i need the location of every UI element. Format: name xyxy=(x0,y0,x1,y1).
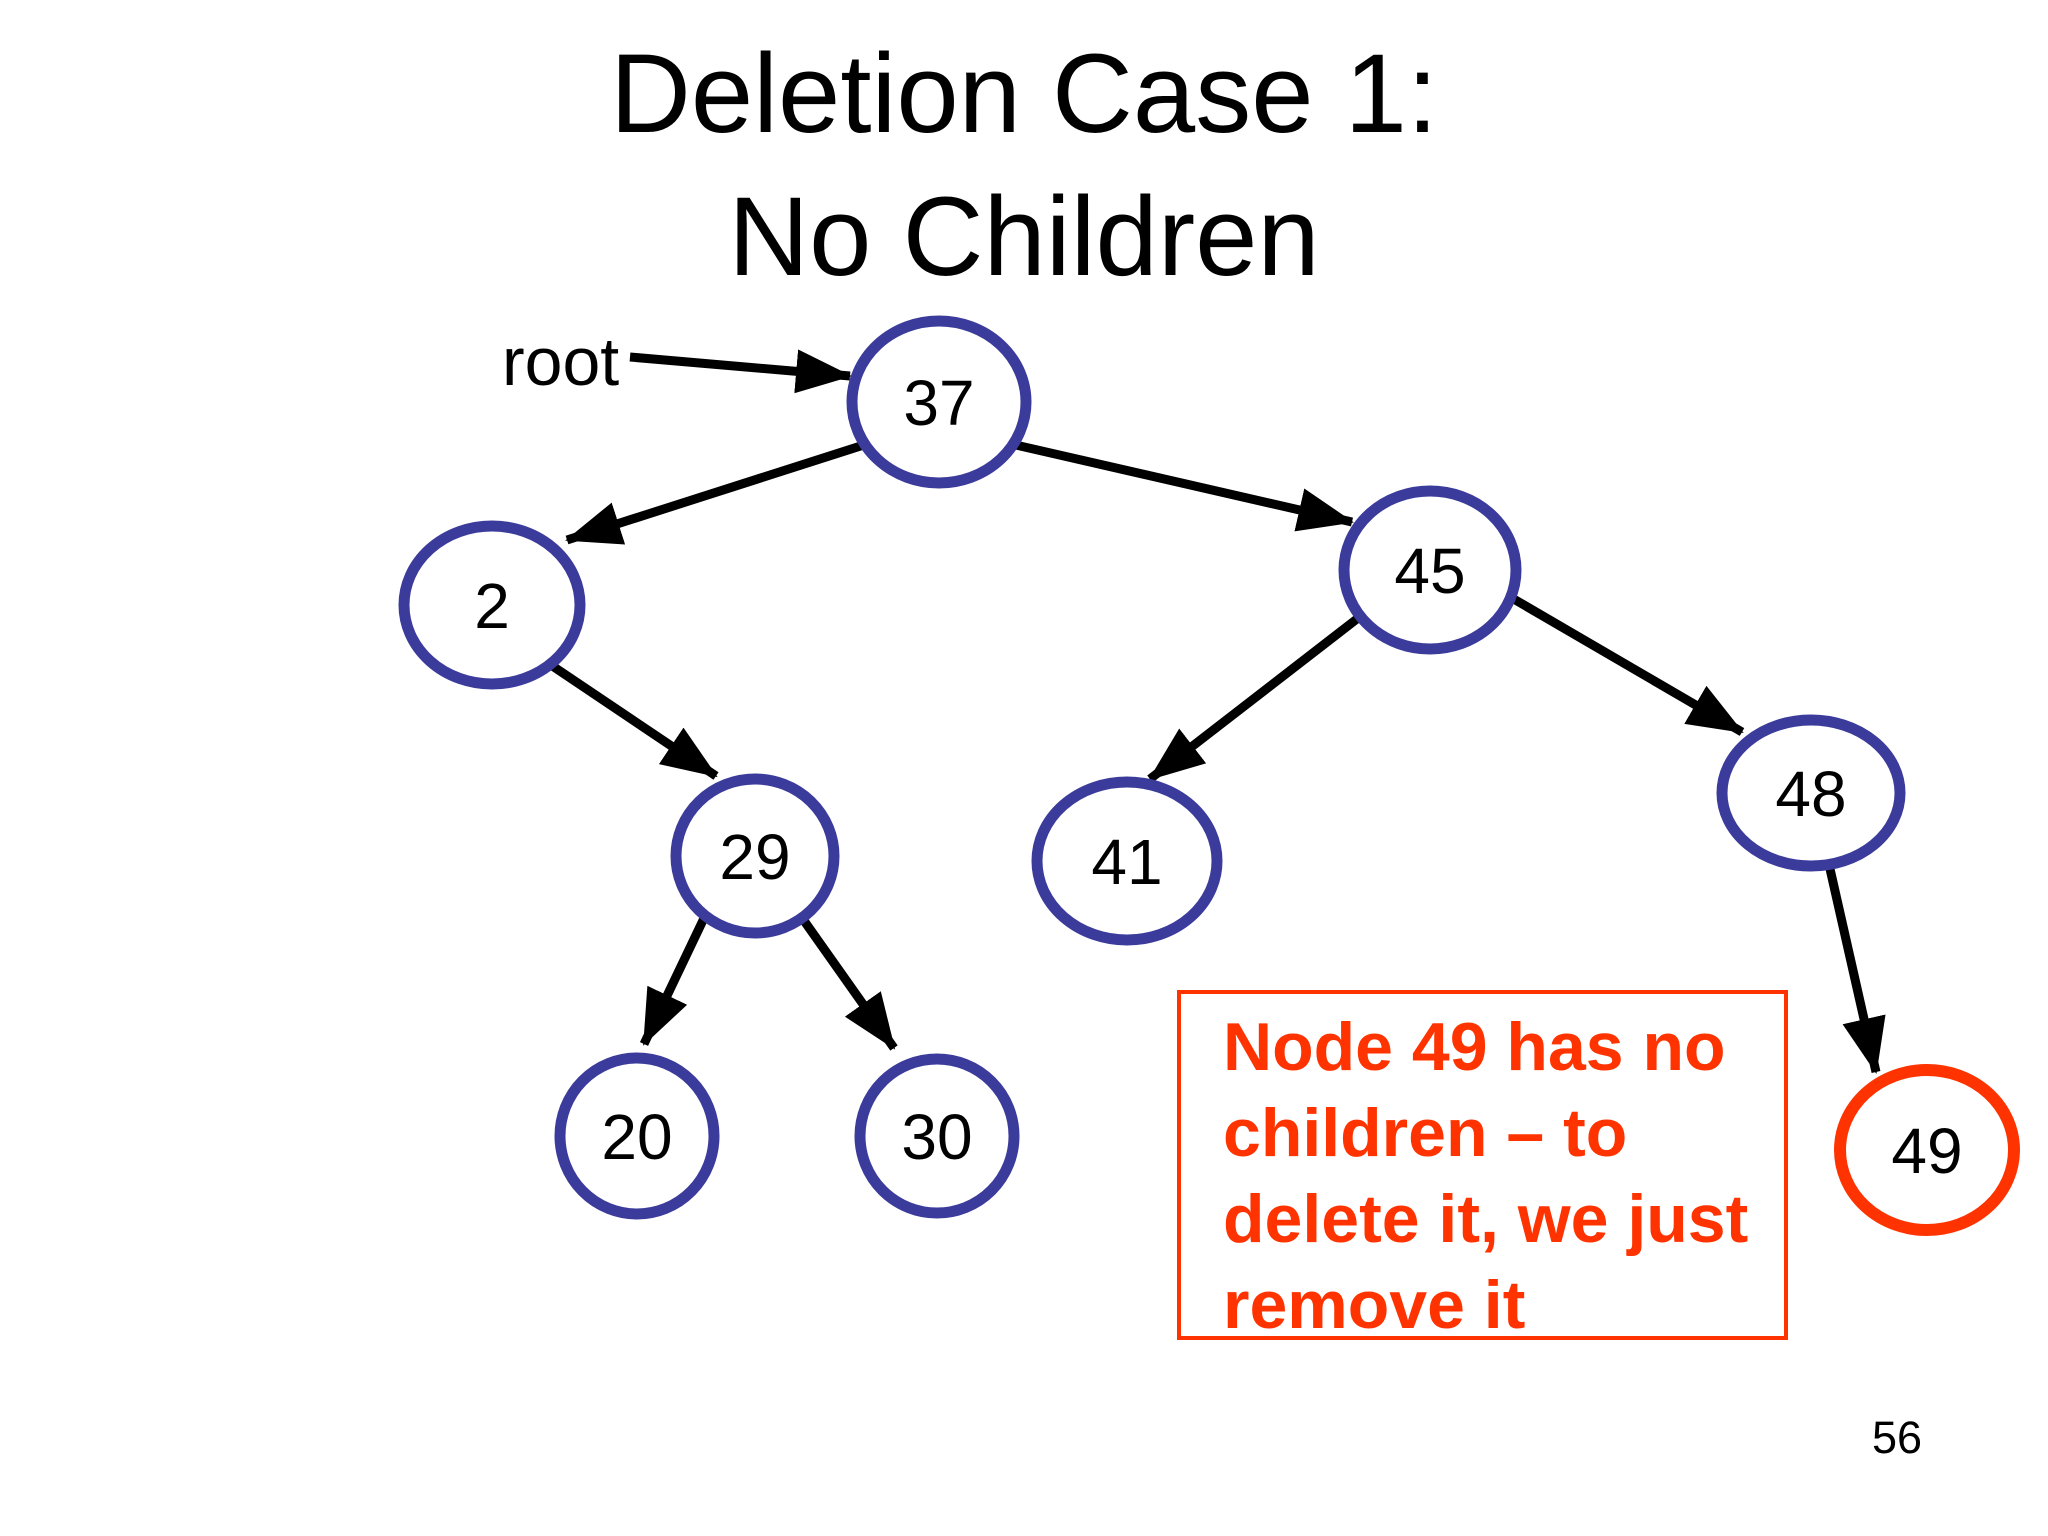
tree-node-30: 30 xyxy=(854,1053,1020,1219)
edge-29-20 xyxy=(639,912,711,1046)
node-29-value: 29 xyxy=(719,821,790,893)
node-37-value: 37 xyxy=(903,367,974,439)
edge-37-2 xyxy=(565,438,872,545)
edge-37-45 xyxy=(1005,438,1354,532)
deletion-explanation-callout: Node 49 has no children – to delete it, … xyxy=(1177,990,1788,1340)
tree-node-29: 29 xyxy=(670,773,840,939)
edge-29-30 xyxy=(796,912,898,1051)
node-41-circle xyxy=(1031,776,1223,946)
node-45-circle xyxy=(1338,485,1522,655)
node-41-value: 41 xyxy=(1091,826,1162,898)
node-48-value: 48 xyxy=(1775,758,1846,830)
node-2-value: 2 xyxy=(474,570,510,642)
node-30-value: 30 xyxy=(901,1101,972,1173)
node-30-circle xyxy=(854,1053,1020,1219)
tree-node-20: 20 xyxy=(554,1052,720,1220)
node-49-circle xyxy=(1834,1064,2020,1236)
deletion-explanation-text: Node 49 has no children – to delete it, … xyxy=(1223,1009,1749,1340)
tree-node-41: 41 xyxy=(1031,776,1223,946)
root-pointer-label: root xyxy=(502,324,619,400)
tree-node-45: 45 xyxy=(1338,485,1522,655)
node-20-circle xyxy=(554,1052,720,1220)
node-49-value: 49 xyxy=(1891,1115,1962,1187)
root-pointer-arrow xyxy=(629,349,852,394)
slide-title: Deletion Case 1: No Children xyxy=(0,22,2048,309)
node-20-value: 20 xyxy=(601,1101,672,1173)
node-2-circle xyxy=(398,520,586,690)
edge-45-41 xyxy=(1147,611,1365,783)
tree-node-2: 2 xyxy=(398,520,586,690)
edge-2-29 xyxy=(545,659,719,780)
page-number: 56 xyxy=(1872,1412,1923,1463)
node-48-circle xyxy=(1716,714,1906,872)
tree-node-48: 48 xyxy=(1716,714,1906,872)
node-29-circle xyxy=(670,773,840,939)
tree-node-49-highlighted: 49 xyxy=(1834,1064,2020,1236)
edge-48-49 xyxy=(1823,859,1886,1074)
edge-45-48 xyxy=(1509,594,1745,736)
slide-title-line1: Deletion Case 1: xyxy=(609,31,1439,156)
tree-node-37: 37 xyxy=(846,315,1032,489)
slide-title-line2: No Children xyxy=(728,174,1320,300)
node-37-circle xyxy=(846,315,1032,489)
node-45-value: 45 xyxy=(1394,535,1465,607)
